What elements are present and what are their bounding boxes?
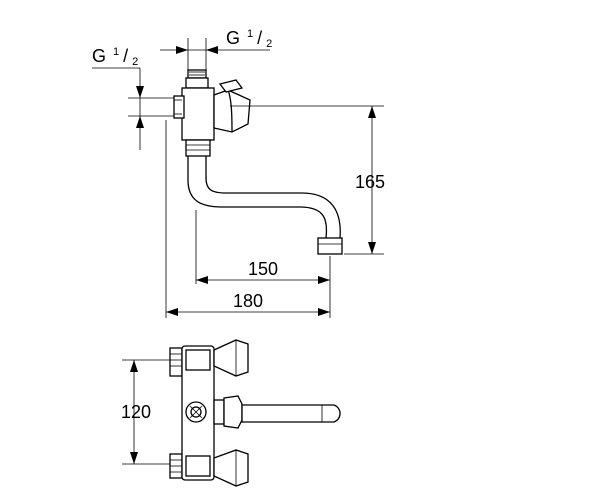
thread-label-left: G 1 / 2 bbox=[92, 42, 138, 68]
dim-height-label: 165 bbox=[355, 172, 385, 192]
side-view: G 1 / 2 G 1 / 2 bbox=[92, 24, 385, 318]
front-view: 120 bbox=[121, 339, 341, 487]
dim-overall-width-label: 180 bbox=[233, 291, 263, 311]
dim-center-distance-label: 120 bbox=[121, 402, 151, 422]
thread-label-right: G 1 / 2 bbox=[226, 24, 272, 50]
dim-spout-reach-label: 150 bbox=[248, 259, 278, 279]
